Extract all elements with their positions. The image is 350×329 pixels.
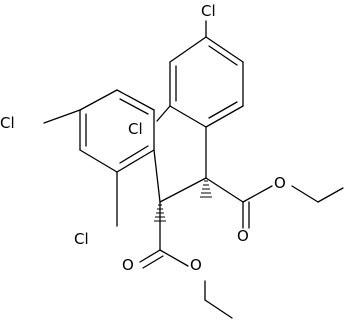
bond-left-ring [79, 149, 118, 173]
bond-upper-cl-ortho [156, 105, 171, 122]
bond-upper-ring [169, 36, 207, 63]
bond-ester1-ether [242, 185, 273, 203]
hashed-wedge-lower [154, 204, 166, 222]
bond-ester1-carbon [205, 177, 244, 203]
atom-labels: Cl Cl Cl Cl O O O O [0, 2, 286, 274]
atom-label-cl: Cl [201, 2, 216, 20]
bond-ester1-ethyl [317, 187, 344, 203]
bond-left-ring-double [119, 145, 149, 164]
atom-label-o: O [190, 256, 202, 274]
bond-left-ring [79, 89, 118, 111]
bond-upper-ring-double [208, 45, 238, 66]
bond-upper-ring [205, 36, 244, 63]
bond-ester2-ethyl [204, 299, 233, 319]
bond-backbone [159, 177, 207, 203]
bond-upper-ring [205, 105, 244, 128]
atom-label-o: O [274, 174, 286, 192]
bond-left-cl-para [43, 109, 81, 124]
bond-ester2-carbonyl [139, 249, 161, 263]
bond-left-ring [116, 89, 155, 111]
bond-upper-ring-double [208, 101, 238, 119]
bond-left-ring-double [119, 98, 149, 115]
bond-left-ring [116, 149, 155, 173]
bond-ester2-carbonyl [142, 255, 164, 269]
bond-left-ring-to-chiral [153, 149, 161, 203]
atom-label-o: O [237, 227, 249, 245]
atom-label-cl: Cl [0, 114, 15, 132]
bond-upper-ring [169, 105, 207, 128]
bond-ester1-ethyl [291, 185, 319, 203]
hashed-wedge-upper [200, 180, 212, 198]
bond-ester2-ether [159, 249, 189, 267]
bond-lines [43, 20, 344, 319]
atom-label-cl: Cl [128, 120, 143, 138]
atom-label-o: O [122, 256, 134, 274]
atom-label-cl: Cl [74, 230, 89, 248]
